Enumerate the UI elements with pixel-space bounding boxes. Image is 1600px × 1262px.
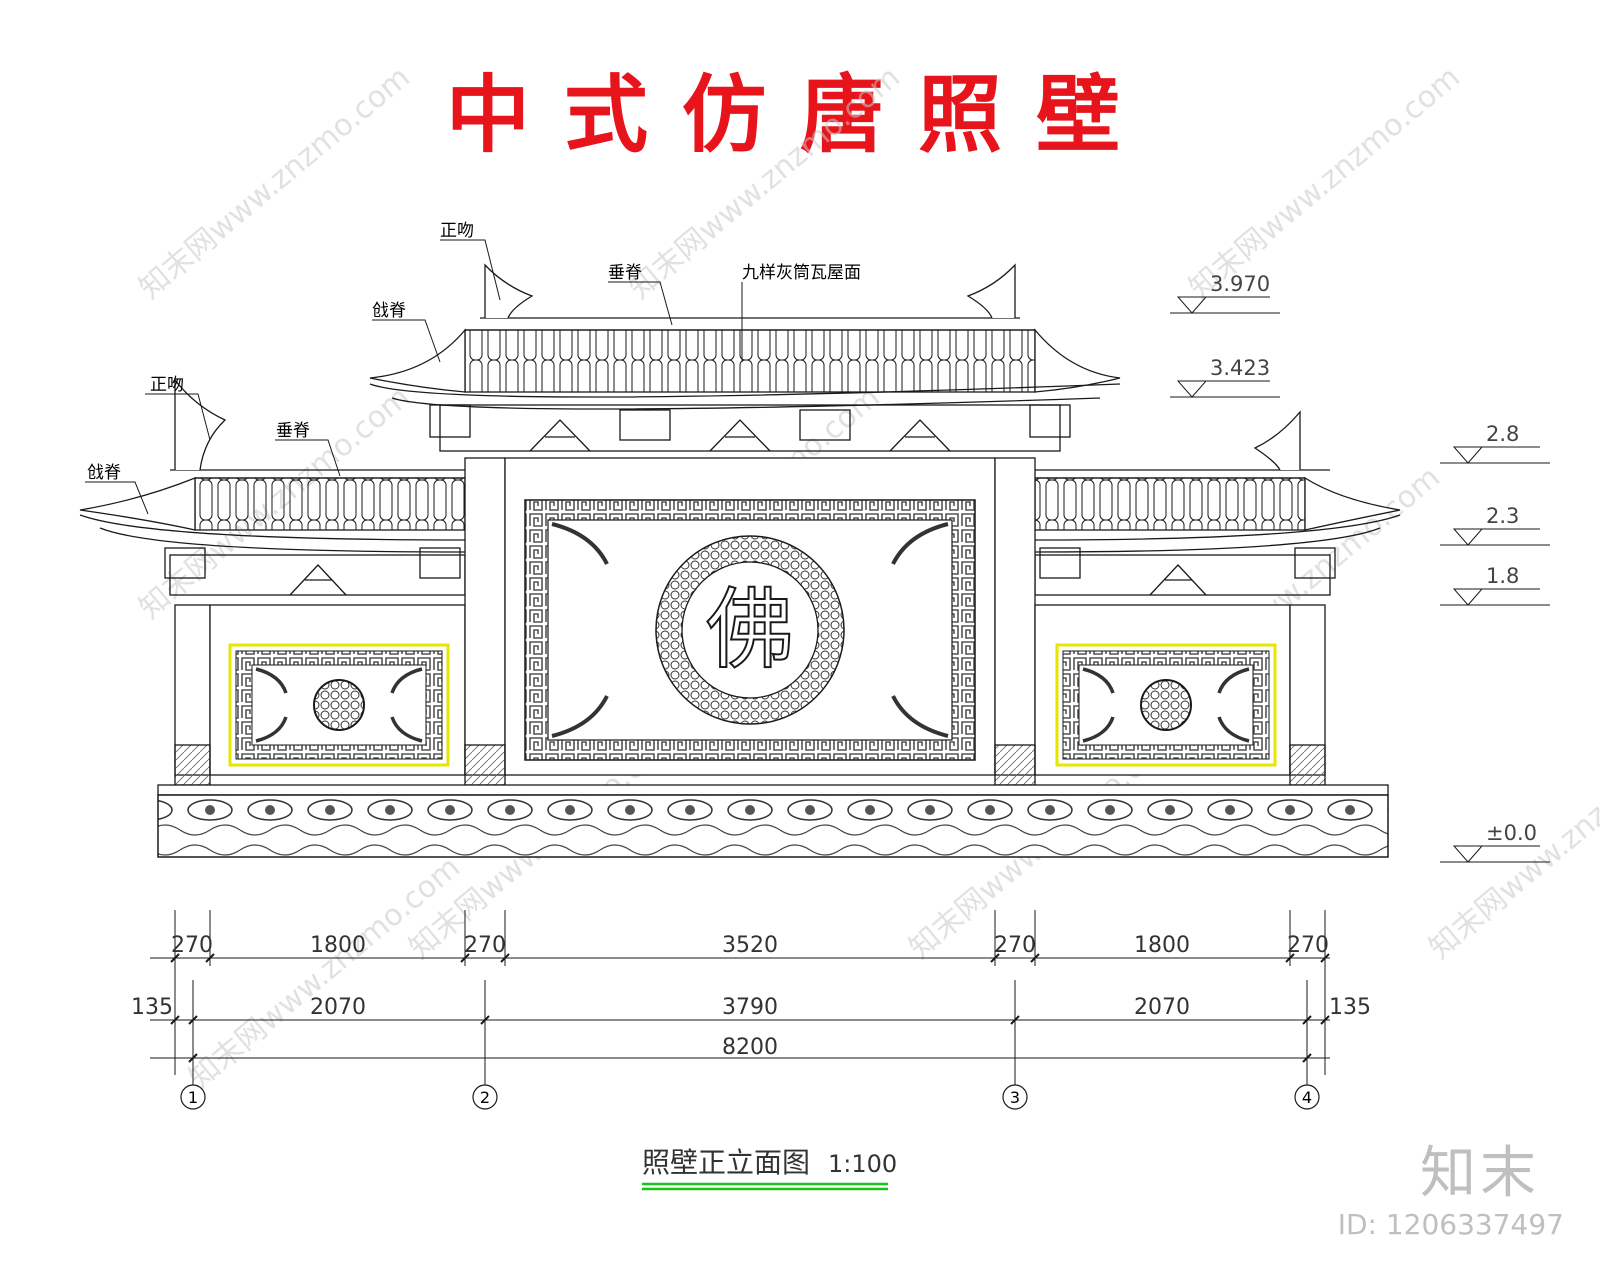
leader-lines <box>85 239 743 515</box>
label-zhengwen-upper: 正吻 <box>440 221 474 241</box>
dim-row1-2: 270 <box>464 933 506 958</box>
caption-name: 照壁正立面图 <box>642 1146 810 1179</box>
left-roof <box>79 378 466 596</box>
left-panel <box>228 643 450 767</box>
axis-bubbles <box>180 1084 1320 1110</box>
label-chuiji-lower: 垂脊 <box>276 421 310 441</box>
elevation-value: 3.970 <box>1210 272 1270 296</box>
center-character: 佛 <box>706 578 794 681</box>
dim-row2-0: 135 <box>131 995 173 1020</box>
right-panel <box>1055 643 1277 767</box>
elevation-marker: 3.970 <box>1170 272 1280 314</box>
watermark-text: 知末网www.znzmo.com <box>183 850 467 1096</box>
right-roof <box>1034 410 1401 596</box>
dim-row1-0: 270 <box>171 933 213 958</box>
elevation-markers: 3.970 3.423 2.8 2.3 1.8 ±0.0 <box>1170 272 1550 863</box>
dim-total: 8200 <box>722 1035 778 1060</box>
dim-row1-6: 270 <box>1287 933 1329 958</box>
elevation-value: 3.423 <box>1210 356 1270 380</box>
watermark-text: 知末网www.znzmo.com <box>133 60 417 306</box>
axis-4: 4 <box>1302 1088 1312 1107</box>
axis-2: 2 <box>480 1088 490 1107</box>
label-zhengwen-lower: 正吻 <box>150 375 184 395</box>
dim-row1-5: 1800 <box>1134 933 1190 958</box>
brand-logo-text: 知末 <box>1420 1141 1540 1206</box>
watermark-text: 知末网www.znzmo.com <box>1183 60 1467 306</box>
dim-row1-4: 270 <box>994 933 1036 958</box>
label-qiangji-lower: 戗脊 <box>87 463 121 483</box>
dim-row2-2: 3790 <box>722 995 778 1020</box>
caption-scale: 1:100 <box>828 1150 897 1178</box>
axis-3: 3 <box>1010 1088 1020 1107</box>
label-qiangji-upper: 戗脊 <box>372 301 406 321</box>
elevation-value: 2.8 <box>1486 422 1519 446</box>
drawing-title: 中式仿唐照壁 <box>445 66 1154 164</box>
elevation-marker: 2.8 <box>1440 422 1550 464</box>
elevation-marker: ±0.0 <box>1440 821 1550 863</box>
base-plinth <box>157 794 1389 858</box>
label-roof-material: 九样灰筒瓦屋面 <box>742 263 861 283</box>
elevation-value: ±0.0 <box>1486 821 1537 845</box>
central-roof <box>369 263 1121 452</box>
dim-row2-3: 2070 <box>1134 995 1190 1020</box>
image-id: ID: 1206337497 <box>1337 1208 1564 1241</box>
dimension-lines <box>150 910 1330 1085</box>
dim-row2-1: 2070 <box>310 995 366 1020</box>
central-panel <box>524 499 976 761</box>
axis-1: 1 <box>188 1088 198 1107</box>
elevation-marker: 1.8 <box>1440 564 1550 606</box>
dim-row1-3: 3520 <box>722 933 778 958</box>
elevation-marker: 2.3 <box>1440 504 1550 546</box>
dim-row2-4: 135 <box>1329 995 1371 1020</box>
dim-row1-1: 1800 <box>310 933 366 958</box>
elevation-value: 1.8 <box>1486 564 1519 588</box>
elevation-marker: 3.423 <box>1170 356 1280 398</box>
caption-underline <box>642 1182 888 1191</box>
label-chuiji-upper: 垂脊 <box>608 263 642 283</box>
elevation-value: 2.3 <box>1486 504 1519 528</box>
